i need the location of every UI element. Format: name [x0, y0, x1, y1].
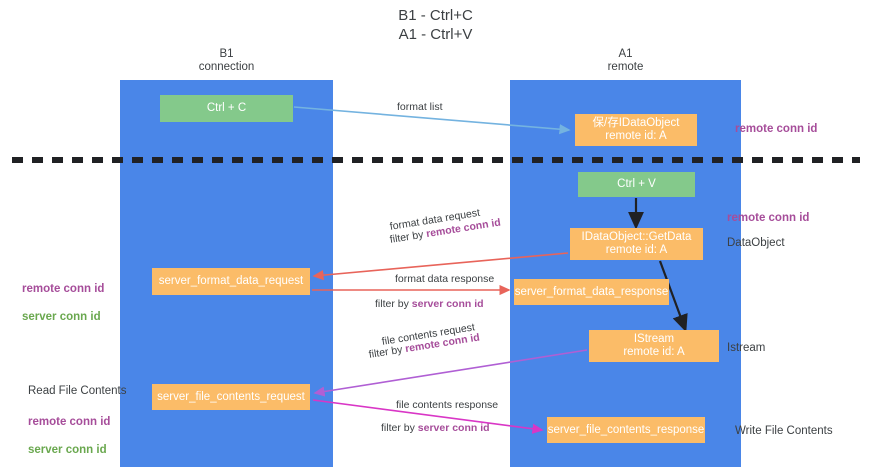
- page-title: B1 - Ctrl+C A1 - Ctrl+V: [398, 7, 473, 43]
- swimlane-header-a1: A1 remote: [607, 48, 644, 73]
- edge-label-format-data-response-filter: filter by server conn id: [375, 298, 484, 311]
- annotation-server-conn-id-left-2: server conn id: [28, 444, 107, 456]
- annotation-remote-conn-id-top: remote conn id: [735, 123, 818, 135]
- edge-file-contents-response: [312, 399, 544, 434]
- edge-label-file-contents-response: file contents response: [396, 399, 499, 411]
- annotation-conn-ids-file: remote conn id server conn id: [28, 401, 110, 471]
- annotation-dataobject: DataObject: [727, 237, 785, 249]
- node-server-file-contents-response[interactable]: server_file_contents_response: [547, 417, 705, 443]
- annotation-remote-conn-id-left-2: remote conn id: [28, 416, 111, 428]
- node-server-format-data-request[interactable]: server_format_data_request: [152, 268, 310, 295]
- annotation-write-file-contents: Write File Contents: [735, 425, 833, 437]
- annotation-istream: Istream: [727, 342, 766, 354]
- annotation-read-file-contents: Read File Contents: [28, 385, 127, 397]
- node-server-format-data-response[interactable]: server_format_data_response: [514, 279, 669, 305]
- edge-label-format-list: format list: [397, 101, 443, 113]
- node-ctrl-v[interactable]: Ctrl + V: [578, 172, 695, 197]
- edge-format-list: [293, 106, 571, 135]
- filter-value: server conn id: [417, 422, 490, 434]
- node-ctrl-c[interactable]: Ctrl + C: [160, 95, 293, 122]
- swimlane-header-b1: B1 connection: [198, 48, 255, 73]
- annotation-conn-ids-format: remote conn id server conn id: [22, 268, 104, 338]
- annotation-remote-conn-id-dataobject: remote conn id: [727, 212, 810, 224]
- edge-file-contents-request: [313, 349, 588, 397]
- node-idataobject-getdata[interactable]: IDataObject::GetData remote id: A: [570, 228, 703, 260]
- edge-getdata-istream: [658, 260, 688, 333]
- edge-format-data-request: [312, 252, 569, 281]
- edge-label-format-data-response: format data response: [395, 273, 495, 285]
- edge-label-file-contents-response-filter: filter by server conn id: [381, 422, 490, 435]
- filter-prefix: filter by: [381, 422, 418, 434]
- node-server-file-contents-request[interactable]: server_file_contents_request: [152, 384, 310, 410]
- filter-value: server conn id: [411, 298, 484, 310]
- annotation-remote-conn-id-left: remote conn id: [22, 283, 105, 295]
- filter-prefix: filter by: [375, 298, 412, 310]
- node-istream[interactable]: IStream remote id: A: [589, 330, 719, 362]
- annotation-server-conn-id-left: server conn id: [22, 311, 101, 323]
- node-idataobject[interactable]: 保/存IDataObject remote id: A: [575, 114, 697, 146]
